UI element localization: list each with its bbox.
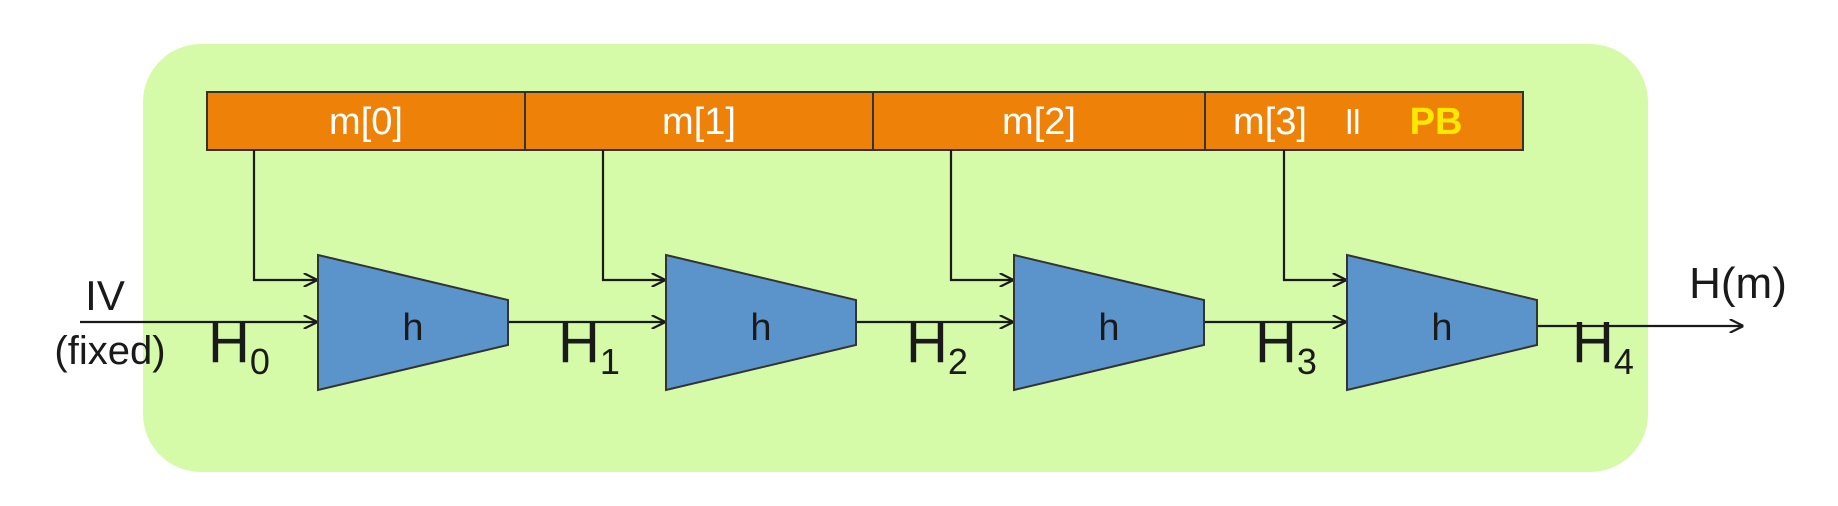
output-label: H(m): [1689, 259, 1787, 308]
compressor-label-1: h: [750, 307, 771, 349]
chain-value-labels: H0 H1 H2 H3 H4: [208, 310, 1634, 382]
compressor-0: [317, 253, 509, 392]
compressor-label-2: h: [1098, 307, 1119, 349]
compressor-3: [1346, 253, 1538, 392]
chain-value-0: H0: [208, 310, 270, 382]
chain-value-3: H3: [1255, 310, 1317, 382]
iv-label: IV: [85, 272, 125, 319]
message-feed-lines: [252, 150, 1345, 280]
feed-arrow-0: [252, 150, 316, 280]
chain-lines: [80, 322, 1742, 326]
block-label-3: m[3]: [1233, 101, 1307, 143]
iv-fixed-note: (fixed): [54, 329, 165, 373]
block-label-0: m[0]: [329, 101, 403, 143]
feed-arrow-2: [949, 150, 1012, 280]
feed-arrow-3: [1282, 150, 1345, 280]
compressors: h h h h: [317, 253, 1538, 392]
message-block-1: [524, 91, 874, 151]
compressor-2: [1013, 253, 1205, 392]
feed-arrow-1: [601, 150, 664, 280]
compressor-label-3: h: [1431, 307, 1452, 349]
block-label-1: m[1]: [662, 101, 736, 143]
compressor-1: [665, 253, 857, 392]
padding-label: PB: [1410, 101, 1463, 143]
block-label-2: m[2]: [1002, 101, 1076, 143]
message-blocks: m[0] m[1] m[2] m[3] ll PB: [206, 91, 1524, 151]
compressor-label-0: h: [402, 307, 423, 349]
message-block-3: [1204, 91, 1524, 151]
chain-value-1: H1: [558, 310, 620, 382]
chain-value-4: H4: [1572, 310, 1634, 382]
chain-value-2: H2: [906, 310, 968, 382]
concat-separator: ll: [1345, 104, 1360, 142]
